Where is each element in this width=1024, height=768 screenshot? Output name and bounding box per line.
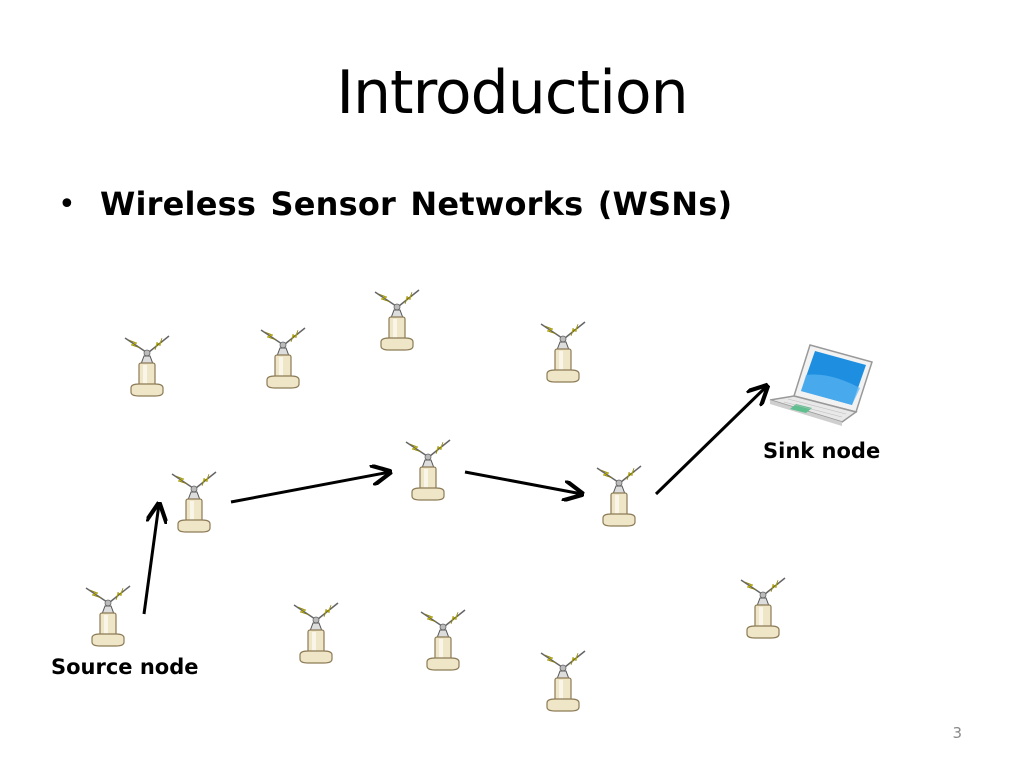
bullet-dot: •: [58, 186, 76, 222]
arrow-source-to-node: [142, 504, 159, 615]
sensor-node-icon: [255, 322, 311, 394]
bullet-text: Wireless Sensor Networks (WSNs): [100, 185, 733, 223]
slide-title: Introduction: [336, 58, 688, 128]
sensor-node-icon: [591, 460, 647, 532]
page-number: 3: [952, 724, 962, 742]
sensor-node-icon: [288, 597, 344, 669]
arrow-node-to-node: [230, 472, 390, 504]
sensor-node-icon: [735, 572, 791, 644]
source-node-label: Source node: [51, 655, 199, 679]
sensor-node-icon: [166, 466, 222, 538]
sensor-node-icon: [369, 284, 425, 356]
sensor-node-icon: [535, 645, 591, 717]
laptop-icon: [769, 344, 873, 426]
bullet-item: • Wireless Sensor Networks (WSNs): [58, 185, 732, 223]
sink-node-label: Sink node: [763, 439, 881, 463]
arrow-node-to-sink: [654, 386, 767, 496]
sensor-node-icon: [535, 316, 591, 388]
arrow-node-to-node: [464, 470, 582, 494]
sensor-node-icon: [119, 330, 175, 402]
sensor-node-icon: [415, 604, 471, 676]
sensor-node-icon: [80, 580, 136, 652]
sensor-node-icon: [400, 434, 456, 506]
